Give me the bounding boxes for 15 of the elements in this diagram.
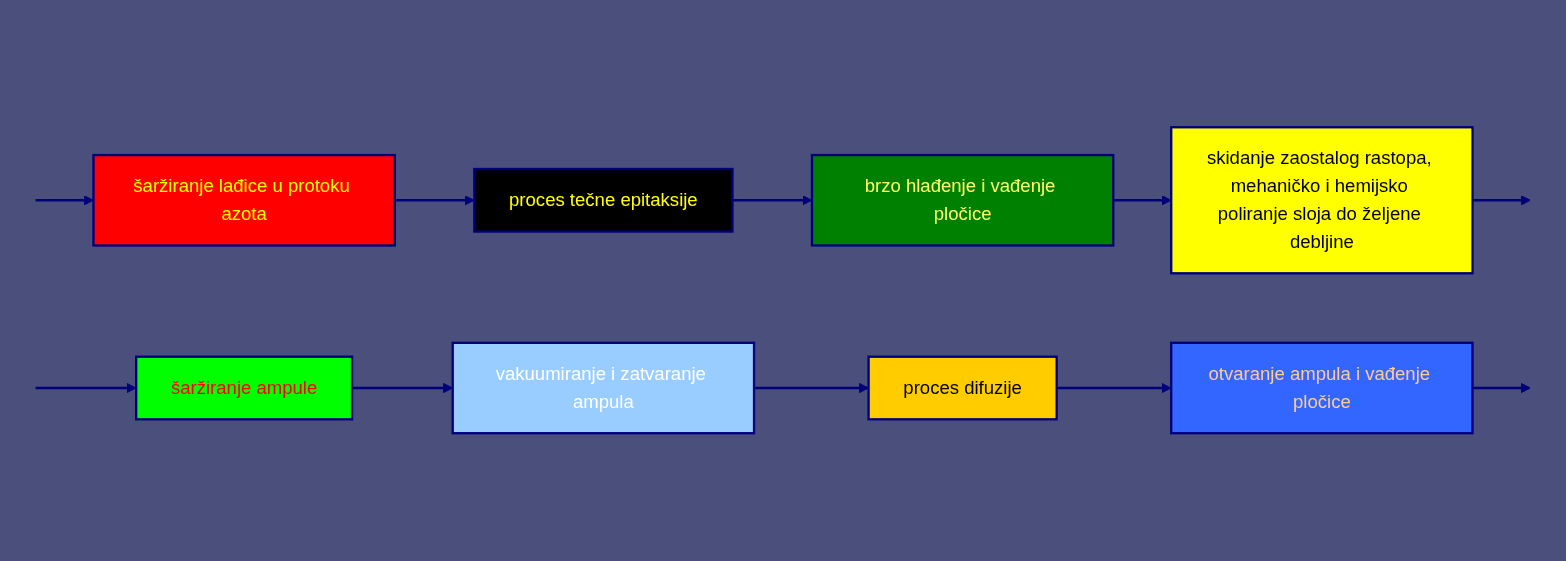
node-box: brzo hlađenje i vađenje pločice (810, 154, 1115, 247)
node-box: proces tečne epitaksije (473, 168, 734, 233)
node-box: šaržiranje ampule (135, 355, 354, 421)
node-box: proces difuzije (867, 355, 1058, 421)
node-box: skidanje zaostalog rastopa, mehaničko i hemijsko poliranje sloja do željene debljine (1170, 126, 1474, 275)
arrow (394, 195, 475, 206)
arrow (1472, 195, 1531, 206)
node-box: otvaranje ampula i vađenje pločice (1170, 341, 1474, 435)
arrow (35, 383, 137, 394)
arrow (35, 195, 94, 206)
arrow (1113, 195, 1172, 206)
arrow (1472, 383, 1531, 394)
arrow (1056, 383, 1172, 394)
node-box: vakuumiranje i zatvaranje ampula (451, 341, 756, 435)
node-box: šaržiranje lađice u protoku azota (92, 154, 396, 247)
